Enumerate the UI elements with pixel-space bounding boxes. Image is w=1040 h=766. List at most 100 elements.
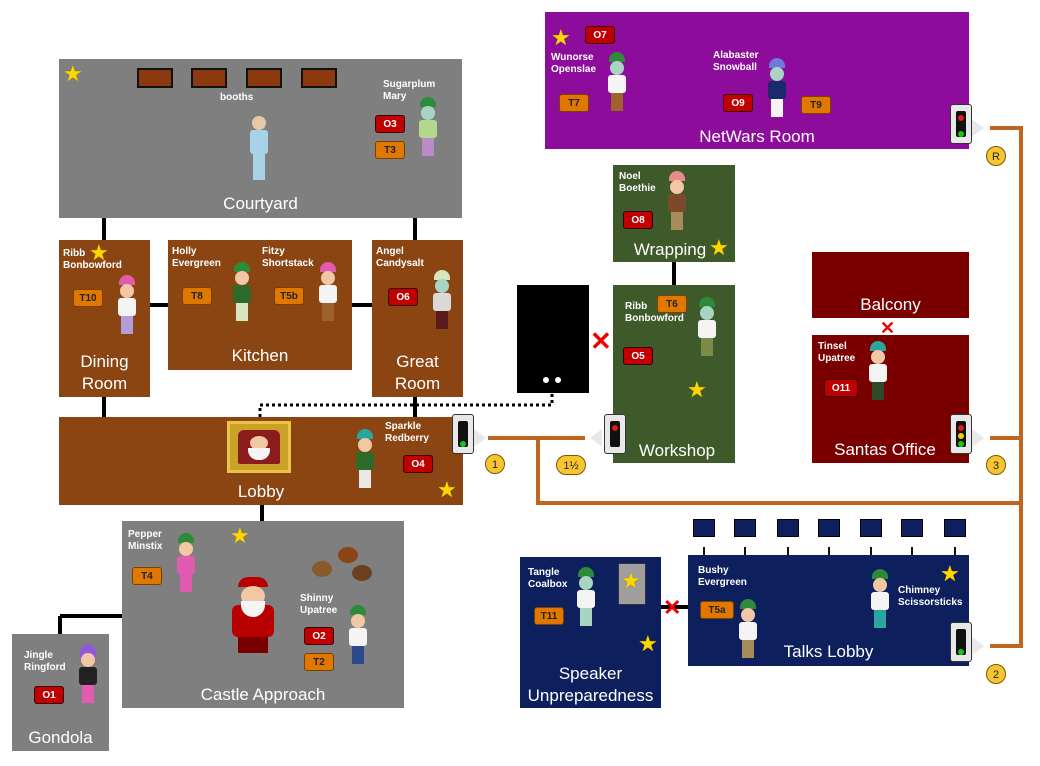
star-icon: ★ <box>687 377 707 402</box>
arrow-icon <box>972 429 984 447</box>
objective-badge[interactable]: O6 <box>388 288 418 306</box>
objective-badge[interactable]: O5 <box>623 347 653 365</box>
arrow-icon <box>590 429 602 447</box>
room-label: Talks Lobby <box>783 642 874 661</box>
npc-shinny: Shinny Upatree <box>300 593 338 616</box>
elf-icon <box>574 567 598 637</box>
npc-wunorse: Wunorse Openslae <box>551 52 597 75</box>
elf-icon <box>430 270 454 330</box>
talk-room[interactable] <box>944 519 966 537</box>
talk-room[interactable] <box>901 519 923 537</box>
terminal-badge[interactable]: T5a <box>700 601 734 619</box>
room-balcony[interactable]: Balcony <box>812 252 969 318</box>
room-kitchen[interactable]: Holly Evergreen T8 Fitzy Shortstack T5b … <box>168 240 352 370</box>
room-label: Dining Room <box>80 352 129 393</box>
chicken-icon <box>352 565 372 581</box>
room-courtyard[interactable]: ★ booths Sugarplum Mary O3 T3 Courtyard <box>59 59 462 218</box>
elf-icon <box>316 262 340 322</box>
elf-icon <box>230 262 254 322</box>
room-castle-approach[interactable]: Pepper Minstix ★ T4 Shinny Upatree O2 T2… <box>122 521 404 708</box>
star-icon: ★ <box>551 25 571 50</box>
star-icon: ★ <box>709 235 729 260</box>
objective-badge[interactable]: O1 <box>34 686 64 704</box>
chicken-icon <box>312 561 332 577</box>
traffic-light-icon[interactable] <box>950 622 972 662</box>
talk-room[interactable] <box>818 519 840 537</box>
arrow-icon <box>474 429 486 447</box>
objective-badge[interactable]: O11 <box>824 379 858 397</box>
elf-icon <box>353 429 377 491</box>
npc-tangle: Tangle Coalbox <box>528 567 568 590</box>
traffic-light-icon[interactable] <box>452 414 474 454</box>
terminal-badge[interactable]: T4 <box>132 567 162 585</box>
objective-badge[interactable]: O4 <box>403 455 433 473</box>
objective-badge[interactable]: O2 <box>304 627 334 645</box>
star-icon: ★ <box>621 568 641 593</box>
talk-room[interactable] <box>734 519 756 537</box>
talk-room[interactable] <box>777 519 799 537</box>
talk-room[interactable] <box>693 519 715 537</box>
booths-label: booths <box>220 92 254 103</box>
room-label: Great Room <box>394 352 441 393</box>
room-hidden[interactable] <box>517 285 589 393</box>
arrow-icon <box>972 637 984 655</box>
room-label: Speaker Unpreparedness <box>527 664 654 705</box>
room-label: Kitchen <box>231 346 289 365</box>
npc-sugarplum: Sugarplum Mary <box>383 79 436 102</box>
room-great-room[interactable]: Angel Candysalt O6 Great Room <box>372 240 463 397</box>
terminal-badge[interactable]: T5b <box>274 287 304 305</box>
npc-fitzy: Fitzy Shortstack <box>262 246 314 269</box>
terminal-badge[interactable]: T2 <box>304 653 334 671</box>
star-icon: ★ <box>437 477 457 502</box>
room-talks-lobby[interactable]: Bushy Evergreen T5a Chimney Scissorstick… <box>688 555 969 666</box>
talk-room[interactable] <box>860 519 882 537</box>
chicken-icon <box>338 547 358 563</box>
room-label: NetWars Room <box>699 127 815 146</box>
terminal-badge[interactable]: T6 <box>657 295 687 313</box>
traffic-light-icon[interactable] <box>604 414 626 454</box>
room-label: Santas Office <box>834 440 936 459</box>
objective-badge[interactable]: O8 <box>623 211 653 229</box>
room-netwars[interactable]: ★ O7 Wunorse Openslae T7 Alabaster Snowb… <box>545 12 969 149</box>
room-label: Courtyard <box>223 194 298 213</box>
terminal-badge[interactable]: T10 <box>73 289 103 307</box>
blocked-x-icon: ✕ <box>880 318 896 338</box>
arrow-icon <box>972 119 984 137</box>
elf-icon <box>868 569 892 629</box>
elf-icon <box>736 599 760 659</box>
npc-sparkle: Sparkle Redberry <box>385 421 429 444</box>
traffic-light-icon[interactable] <box>950 104 972 144</box>
marker-1: 1 <box>485 454 505 474</box>
santa-icon <box>238 430 280 464</box>
room-santas-office[interactable]: Tinsel Upatree O11 Santas Office <box>812 335 969 463</box>
terminal-badge[interactable]: T11 <box>534 607 564 625</box>
marker-r: R <box>986 146 1006 166</box>
room-label: Gondola <box>28 728 93 747</box>
objective-badge[interactable]: O7 <box>585 26 615 44</box>
npc-pepper: Pepper Minstix <box>128 529 163 552</box>
objective-badge[interactable]: O3 <box>375 115 405 133</box>
room-workshop[interactable]: Ribb Bonbowford T6 O5 ★ Workshop <box>613 285 735 463</box>
elf-icon <box>866 341 890 413</box>
santa-icon <box>230 577 276 655</box>
room-gondola[interactable]: Jingle Ringford O1 Gondola <box>12 634 109 751</box>
room-wrapping[interactable]: Noel Boethie O8 Wrapping ★ <box>613 165 735 262</box>
npc-holly: Holly Evergreen <box>172 246 221 269</box>
traffic-light-icon[interactable] <box>950 414 972 454</box>
npc-bushy: Bushy Evergreen <box>698 565 747 588</box>
objective-badge[interactable]: O9 <box>723 94 753 112</box>
room-dining[interactable]: Ribb Bonbowford ★ T10 Dining Room <box>59 240 150 397</box>
room-lobby[interactable]: Sparkle Redberry O4 ★ Lobby <box>59 417 463 505</box>
npc-chimney: Chimney Scissorsticks <box>898 585 963 608</box>
terminal-badge[interactable]: T8 <box>182 287 212 305</box>
room-speaker[interactable]: Tangle Coalbox T11 ★ ★ Speaker Unprepare… <box>520 557 661 708</box>
terminal-badge[interactable]: T9 <box>801 96 831 114</box>
marker-2: 2 <box>986 664 1006 684</box>
elf-icon <box>346 605 370 665</box>
booth <box>301 68 337 88</box>
terminal-badge[interactable]: T3 <box>375 141 405 159</box>
npc-alabaster: Alabaster Snowball <box>713 50 759 73</box>
terminal-badge[interactable]: T7 <box>559 94 589 112</box>
elf-icon <box>695 297 719 357</box>
booth <box>137 68 173 88</box>
